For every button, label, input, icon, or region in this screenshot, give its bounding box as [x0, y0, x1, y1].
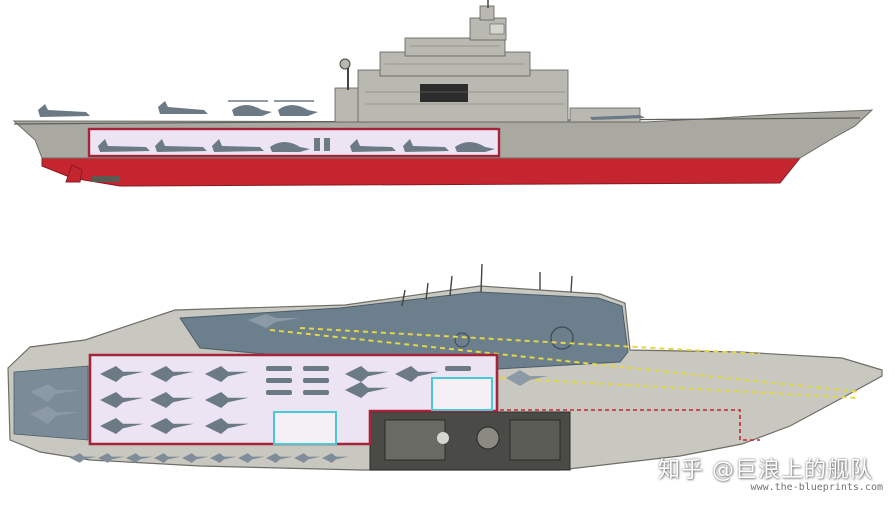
elevator-boundary [500, 409, 760, 441]
jet-fighter-icon [150, 365, 194, 383]
flight-deck-jets [30, 314, 548, 424]
missile-rack-icon [266, 390, 292, 395]
island [334, 5, 641, 123]
deck-edge-antennas [401, 263, 573, 307]
jet-fighter-icon [205, 391, 249, 409]
jet-fighter-icon [395, 365, 439, 383]
jet-fighter-icon [205, 365, 249, 383]
plan-hangar-aircraft [100, 365, 439, 435]
jet-fighter-icon [126, 453, 153, 463]
plan-deck-aircraft [70, 453, 349, 463]
jet-fighter-icon [30, 384, 80, 402]
jet-fighter-icon [350, 139, 396, 152]
plan-hangar-highlight [88, 353, 499, 446]
plan-view [7, 263, 883, 471]
island-dark-panel [420, 84, 468, 102]
jet-fighter-icon [182, 453, 209, 463]
jet-fighter-icon [266, 453, 293, 463]
jet-fighter-icon [212, 139, 264, 152]
jet-fighter-icon [403, 139, 449, 152]
missile-rack-icon [266, 378, 292, 383]
helicopter-icon [278, 105, 318, 116]
jet-fighter-icon [345, 381, 389, 399]
side-profile [12, 0, 874, 187]
jet-fighter-icon [150, 417, 194, 435]
jet-fighter-icon [205, 417, 249, 435]
jet-fighter-icon [70, 453, 97, 463]
elevator-box [273, 411, 337, 445]
plan-hangar-ordnance [266, 366, 471, 395]
jet-fighter-icon [590, 115, 645, 120]
jet-fighter-icon [38, 104, 90, 117]
missile-rack-icon [314, 138, 320, 151]
stern-deck [13, 365, 89, 441]
helicopter-icon [232, 105, 272, 116]
missile-rack-icon [303, 366, 329, 371]
watermark: 知乎 @巨浪上的舰队 [658, 458, 873, 483]
jet-fighter-icon [30, 406, 80, 424]
jet-fighter-icon [98, 139, 150, 152]
jet-fighter-icon [210, 453, 237, 463]
jet-fighter-icon [158, 101, 208, 114]
missile-rack-icon [303, 390, 329, 395]
missile-rack-icon [303, 378, 329, 383]
jet-fighter-icon [98, 453, 125, 463]
jet-fighter-icon [100, 365, 144, 383]
helicopter-icon [455, 142, 495, 152]
source-credit: www.the-blueprints.com [750, 482, 883, 493]
jet-fighter-icon [155, 139, 207, 152]
jet-fighter-icon [345, 365, 389, 383]
rudder [65, 164, 83, 183]
launch-path-lines [269, 327, 861, 399]
jet-fighter-icon [150, 391, 194, 409]
hull-lower-red [41, 157, 802, 187]
side-hangar-aircraft [98, 138, 495, 152]
jet-fighter-icon [248, 314, 300, 328]
jet-fighter-icon [154, 453, 181, 463]
jet-fighter-icon [238, 453, 265, 463]
island-plan [369, 411, 571, 471]
helicopter-icon [270, 142, 310, 152]
missile-rack-icon [266, 366, 292, 371]
elevator-box [431, 377, 493, 411]
jet-fighter-icon [294, 453, 321, 463]
missile-rack-icon [324, 138, 330, 151]
jet-fighter-icon [506, 370, 548, 386]
deck-aircraft [38, 100, 645, 120]
jet-fighter-icon [322, 453, 349, 463]
jet-fighter-icon [100, 391, 144, 409]
missile-rack-icon [445, 366, 471, 371]
jet-fighter-icon [100, 417, 144, 435]
